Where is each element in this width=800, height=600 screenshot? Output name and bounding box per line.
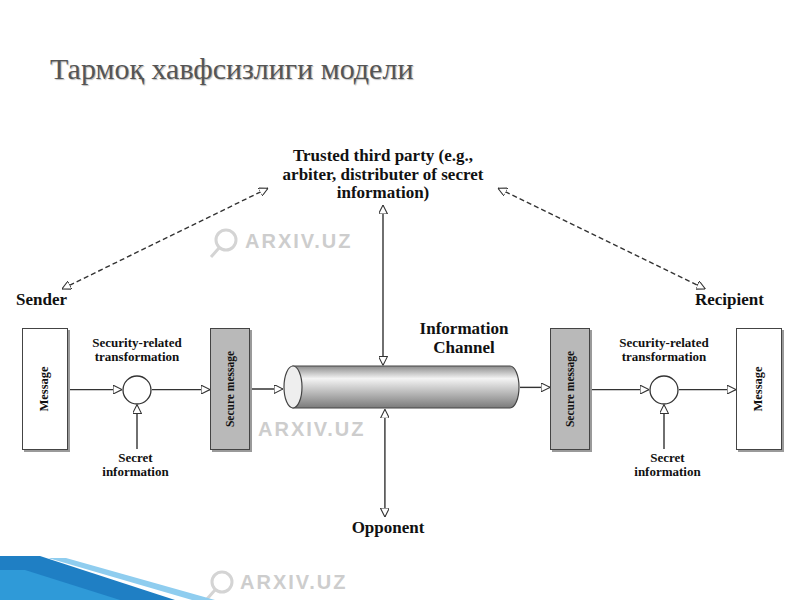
- transformation-circle-shape: [122, 375, 152, 405]
- circle-outline: [650, 376, 678, 404]
- party-label: Recipient: [695, 289, 764, 312]
- connector-arrow: [136, 405, 137, 449]
- connector-arrow: [152, 389, 210, 390]
- shape-heading: Information Channel: [408, 318, 520, 359]
- magnifier-icon: [207, 572, 232, 599]
- transformation-circle-shape: [649, 375, 679, 405]
- box-text: Message: [23, 329, 67, 449]
- secure-message-box: Secure message: [210, 328, 250, 450]
- connector-arrow: [498, 188, 705, 289]
- connector-arrow: [68, 389, 122, 390]
- shape-heading: Security-related transformation: [605, 334, 723, 367]
- cylinder-end: [284, 366, 302, 408]
- message-box: Message: [22, 328, 68, 450]
- watermark: ARXIV.UZ: [240, 571, 348, 594]
- opponent-label: Opponent: [340, 517, 436, 540]
- shape-heading: Security-related transformation: [78, 334, 196, 367]
- connector-arrow: [679, 389, 736, 390]
- watermark: ARXIV.UZ: [245, 230, 353, 253]
- slide-title: Тармоқ хавфсизлиги модели: [50, 52, 413, 86]
- channel-cylinder: Information Channel: [283, 318, 520, 409]
- opponent-label: Opponent: [340, 517, 436, 540]
- transformation-circle: Security-related transformation: [605, 334, 723, 405]
- transformation-circle: Security-related transformation: [78, 334, 196, 405]
- connector-arrow: [250, 388, 283, 389]
- connector-arrow: [663, 405, 664, 449]
- box-text: Message: [737, 329, 781, 449]
- message-box: Message: [736, 328, 782, 450]
- channel-cylinder-shape: [283, 365, 520, 409]
- party-label: Sender: [16, 289, 67, 312]
- secret-info-label: Secret information: [620, 449, 715, 482]
- circle-outline: [123, 376, 151, 404]
- secure-message-box: Secure message: [550, 328, 590, 450]
- box-text: Secure message: [211, 329, 249, 449]
- secret-info-label: Secret information: [620, 449, 715, 482]
- secret-info-label: Secret information: [88, 449, 183, 482]
- third-party-label: Trusted third party (e.g., arbiter, dist…: [268, 145, 498, 205]
- magnifier-icon: [211, 230, 236, 257]
- box-text: Secure message: [551, 329, 589, 449]
- cylinder-body: [293, 366, 519, 408]
- connector-arrow: [62, 188, 268, 289]
- connector-arrow: [382, 205, 383, 365]
- secret-info-label: Secret information: [88, 449, 183, 482]
- watermark: ARXIV.UZ: [258, 418, 366, 441]
- party-label: Recipient: [695, 289, 764, 312]
- connector-arrow: [520, 387, 550, 388]
- connector-arrow: [384, 409, 385, 517]
- connector-arrow: [590, 389, 649, 390]
- third-party-label: Trusted third party (e.g., arbiter, dist…: [268, 145, 498, 205]
- party-label: Sender: [16, 289, 67, 312]
- corner-decoration: [0, 556, 215, 600]
